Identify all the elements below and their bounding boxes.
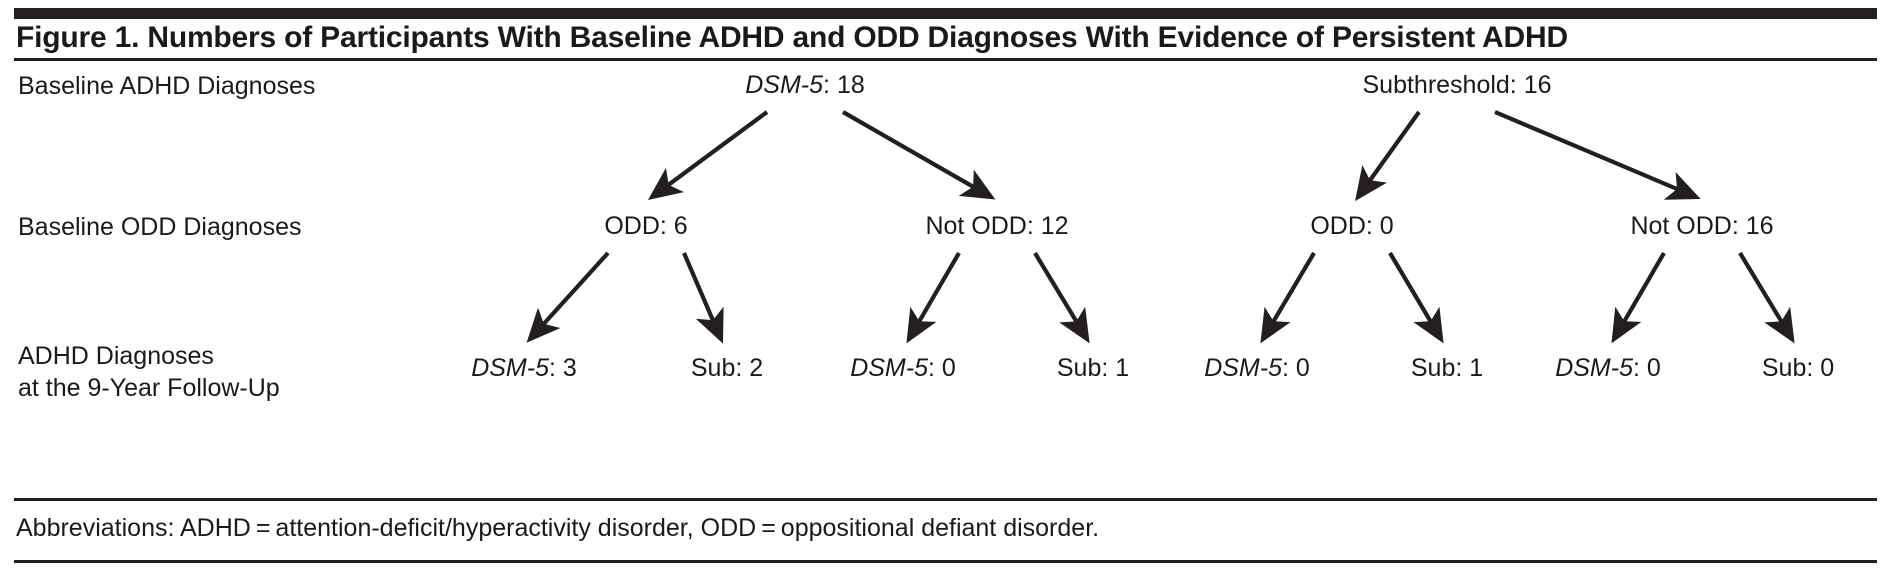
diagram-node-n100: DSM-5: 0 xyxy=(1204,353,1310,383)
rule-above-footnote xyxy=(14,498,1877,501)
diagram-node-n0: DSM-5: 18 xyxy=(745,70,865,100)
node-emphasis: DSM-5 xyxy=(1204,354,1282,382)
node-value: Sub: 1 xyxy=(1410,354,1484,382)
diagram-node-n000: DSM-5: 3 xyxy=(471,353,577,383)
edge-n10-to-n100 xyxy=(1260,251,1316,344)
node-value: Subthreshold: 16 xyxy=(1362,71,1552,99)
node-value: : 0 xyxy=(1633,354,1661,382)
diagram-node-n011: Sub: 1 xyxy=(1057,353,1129,383)
diagram-node-n110: DSM-5: 0 xyxy=(1555,353,1661,383)
row-label-line-1: Baseline ODD Diagnoses xyxy=(18,213,302,241)
node-value: Not ODD: 12 xyxy=(925,212,1069,240)
node-value: Not ODD: 16 xyxy=(1630,212,1774,240)
top-thick-rule xyxy=(14,8,1877,19)
node-emphasis: DSM-5 xyxy=(471,354,549,382)
edge-n00-to-n001 xyxy=(682,252,724,344)
row-label-baseline-adhd: Baseline ADHD Diagnoses xyxy=(18,70,315,102)
diagram-node-n11: Not ODD: 16 xyxy=(1630,211,1773,241)
node-value: Sub: 2 xyxy=(690,354,764,382)
edge-n10-to-n101 xyxy=(1388,251,1444,344)
node-emphasis: DSM-5 xyxy=(850,354,928,382)
diagram-node-n01: Not ODD: 12 xyxy=(925,211,1068,241)
edge-n0-to-n00 xyxy=(647,110,769,200)
row-label-adhd-followup: ADHD Diagnoses at the 9-Year Follow-Up xyxy=(18,340,280,404)
node-emphasis: DSM-5 xyxy=(1555,354,1633,382)
node-value: : 0 xyxy=(1282,354,1310,382)
edge-n11-to-n111 xyxy=(1738,251,1795,344)
node-value: Sub: 1 xyxy=(1056,354,1130,382)
edge-n1-to-n10 xyxy=(1355,110,1421,202)
figure-title: Figure 1. Numbers of Participants With B… xyxy=(16,21,1568,54)
diagram-node-n001: Sub: 2 xyxy=(691,353,763,383)
rule-bottom xyxy=(14,560,1877,563)
diagram-node-n111: Sub: 0 xyxy=(1762,353,1834,383)
node-value: ODD: 0 xyxy=(1310,212,1394,240)
rule-under-title xyxy=(14,58,1877,61)
diagram-node-n101: Sub: 1 xyxy=(1411,353,1483,383)
edge-n0-to-n01 xyxy=(841,110,996,200)
row-label-line-1: ADHD Diagnoses xyxy=(18,342,214,370)
edge-n00-to-n000 xyxy=(526,251,610,343)
node-value: ODD: 6 xyxy=(604,212,688,240)
edge-n01-to-n010 xyxy=(906,251,961,344)
row-label-line-1: Baseline ADHD Diagnoses xyxy=(18,72,316,100)
row-label-baseline-odd: Baseline ODD Diagnoses xyxy=(18,211,301,243)
row-label-line-2: at the 9-Year Follow-Up xyxy=(18,374,280,402)
edge-n1-to-n11 xyxy=(1494,110,1701,200)
diagram-node-n1: Subthreshold: 16 xyxy=(1362,70,1551,100)
diagram-node-n00: ODD: 6 xyxy=(604,211,687,241)
edge-n01-to-n011 xyxy=(1033,251,1090,344)
figure-footnote: Abbreviations: ADHD = attention-deficit/… xyxy=(16,514,1100,542)
diagram-node-n10: ODD: 0 xyxy=(1310,211,1393,241)
node-value: Sub: 0 xyxy=(1761,354,1835,382)
node-value: : 18 xyxy=(823,71,865,99)
node-value: : 3 xyxy=(549,354,577,382)
node-value: : 0 xyxy=(928,354,956,382)
edge-n11-to-n110 xyxy=(1611,251,1666,344)
diagram-node-n010: DSM-5: 0 xyxy=(850,353,956,383)
node-emphasis: DSM-5 xyxy=(745,71,824,99)
